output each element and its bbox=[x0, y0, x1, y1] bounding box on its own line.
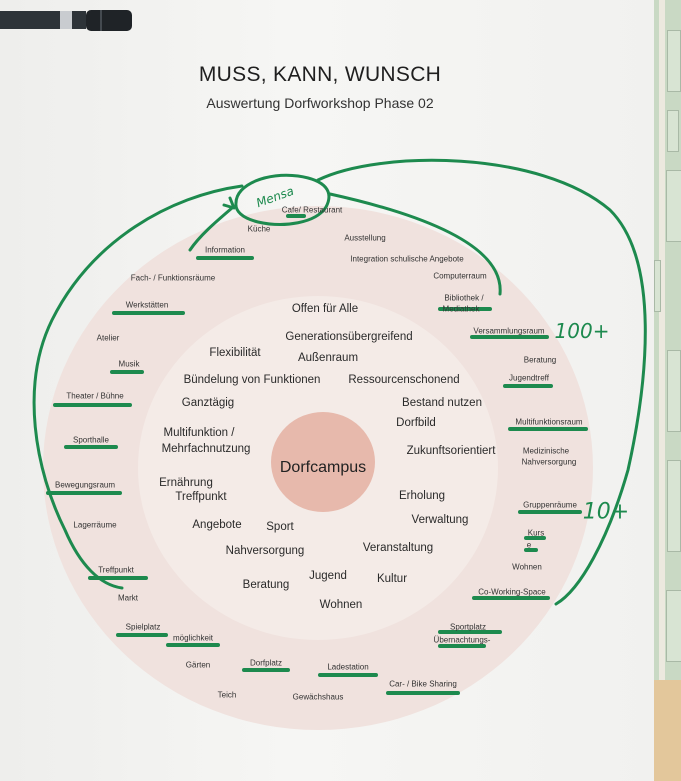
outer-label: Kurs bbox=[527, 528, 545, 538]
outer-label: Integration schulische Angebote bbox=[350, 254, 464, 264]
outer-label: Ladestation bbox=[327, 662, 369, 672]
outer-label: möglichkeit bbox=[172, 633, 214, 643]
inner-label: Verwaltung bbox=[411, 514, 469, 526]
outer-label: Fach- / Funktionsräume bbox=[130, 273, 216, 283]
outer-label: Wohnen bbox=[512, 562, 542, 572]
inner-label: Multifunktion / bbox=[163, 427, 235, 439]
outer-label: Übernachtungs- bbox=[433, 635, 491, 645]
inner-label: Nahversorgung bbox=[225, 545, 305, 557]
poster-title: MUSS, KANN, WUNSCH bbox=[198, 63, 442, 86]
ten-plus-note: 10+ bbox=[582, 499, 630, 525]
inner-label: Ernährung bbox=[159, 477, 213, 489]
map-strip bbox=[654, 0, 681, 781]
inner-label: Treffpunkt bbox=[175, 491, 227, 503]
inner-label: Außenraum bbox=[297, 352, 359, 364]
inner-label: Angebote bbox=[192, 519, 242, 531]
outer-label: e bbox=[526, 540, 532, 550]
outer-label: Sportplatz bbox=[449, 622, 487, 632]
outer-label: Werkstätten bbox=[125, 300, 169, 310]
outer-label: Treffpunkt bbox=[98, 565, 134, 575]
outer-label: Teich bbox=[217, 690, 237, 700]
outer-label: Jugendtreff bbox=[509, 373, 549, 383]
outer-label: Car- / Bike Sharing bbox=[389, 679, 457, 689]
outer-label: Gärten bbox=[185, 660, 211, 670]
core-circle bbox=[271, 412, 375, 512]
outer-label: Nahversorgung bbox=[521, 457, 577, 467]
outer-label: Ausstellung bbox=[344, 233, 386, 243]
left-loop-arrow bbox=[32, 184, 244, 590]
marker-pen bbox=[0, 10, 132, 31]
inner-label: Ganztägig bbox=[181, 397, 235, 409]
outer-label: Bibliothek / bbox=[444, 293, 484, 303]
outer-label: Co-Working-Space bbox=[478, 587, 546, 597]
outer-label: Versammlungsraum bbox=[473, 326, 545, 336]
inner-label: Jugend bbox=[309, 570, 347, 582]
inner-label: Bestand nutzen bbox=[402, 397, 482, 409]
inner-label: Offen für Alle bbox=[291, 303, 359, 315]
inner-label: Beratung bbox=[242, 579, 290, 591]
bibliothek-arrow bbox=[328, 192, 502, 296]
outer-label: Mediathek bbox=[442, 304, 480, 314]
inner-label: Kultur bbox=[376, 573, 408, 585]
outer-label: Lagerräume bbox=[73, 520, 117, 530]
outer-label: Beratung bbox=[523, 355, 557, 365]
inner-label: Veranstaltung bbox=[362, 542, 434, 554]
inner-label: Mehrfachnutzung bbox=[161, 443, 251, 455]
information-arrow bbox=[188, 206, 234, 252]
outer-label: Medizinische bbox=[522, 446, 570, 456]
outer-label: Atelier bbox=[96, 333, 120, 343]
inner-label: Wohnen bbox=[319, 599, 363, 611]
outer-label: Information bbox=[204, 245, 246, 255]
mensa-circle bbox=[234, 173, 331, 226]
outer-label: Cafe/ Restaurant bbox=[281, 205, 343, 215]
outer-label: Spielplatz bbox=[125, 622, 161, 632]
outer-label: Musik bbox=[118, 359, 140, 369]
inner-label: Bündelung von Funktionen bbox=[183, 374, 321, 386]
center-label: Dorfcampus bbox=[279, 459, 367, 476]
inner-label: Ressourcenschonend bbox=[348, 374, 460, 386]
outer-label: Gewächshaus bbox=[292, 692, 344, 702]
outer-label: Dorfplatz bbox=[249, 658, 283, 668]
right-loop-arrow bbox=[316, 158, 647, 606]
outer-label: Markt bbox=[118, 593, 138, 603]
hundred-plus-note: 100+ bbox=[554, 319, 610, 343]
outer-label: Bewegungsraum bbox=[54, 480, 116, 490]
inner-label: Erholung bbox=[398, 490, 446, 502]
outer-label: Gruppenräume bbox=[523, 500, 577, 510]
outer-label: Küche bbox=[247, 224, 271, 234]
outer-label: Theater / Bühne bbox=[66, 391, 124, 401]
poster-subtitle: Auswertung Dorfworkshop Phase 02 bbox=[206, 95, 434, 111]
inner-label: Zukunftsorientiert bbox=[406, 445, 496, 457]
inner-label: Dorfbild bbox=[396, 417, 436, 429]
inner-label: Generationsübergreifend bbox=[285, 331, 413, 343]
inner-label: Sport bbox=[266, 521, 294, 533]
outer-label: Sporthalle bbox=[72, 435, 110, 445]
outer-label: Multifunktionsraum bbox=[515, 417, 583, 427]
outer-label: Computerraum bbox=[433, 271, 487, 281]
inner-label: Flexibilität bbox=[209, 347, 261, 359]
